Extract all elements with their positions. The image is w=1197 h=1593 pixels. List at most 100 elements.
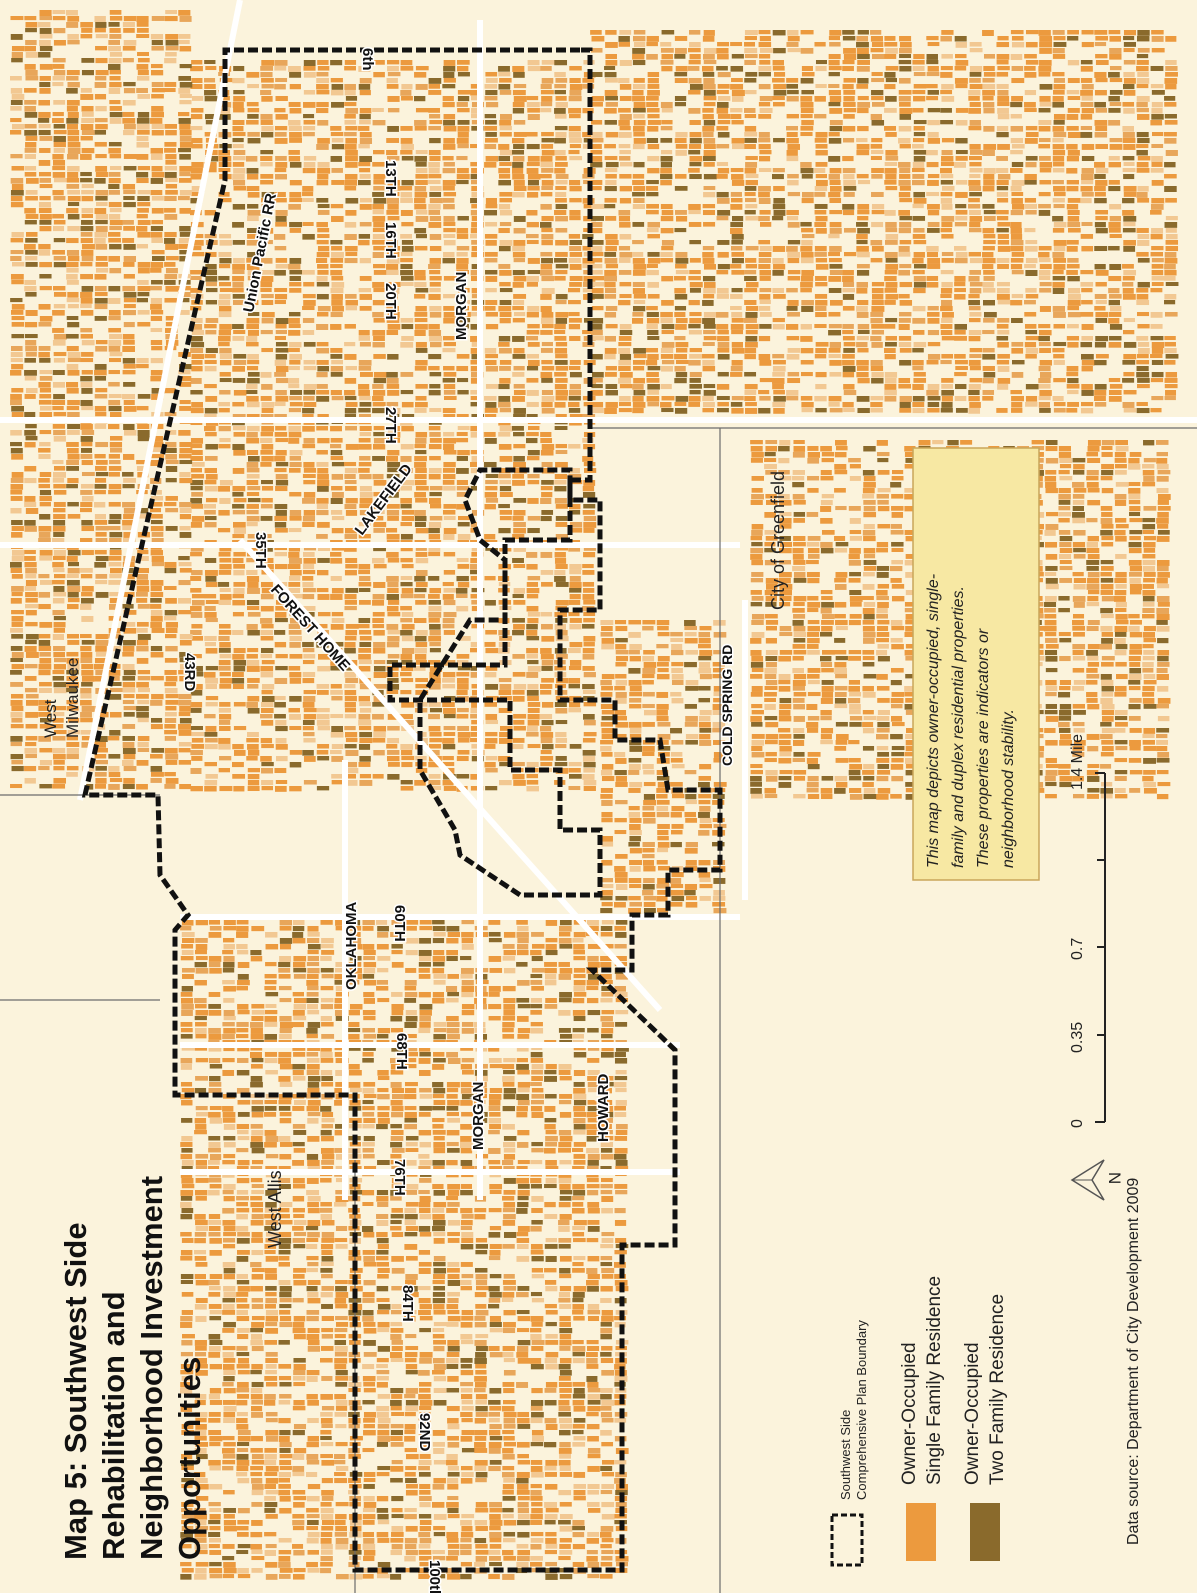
parcel	[344, 690, 357, 696]
parcel	[191, 234, 204, 239]
parcel	[461, 1526, 473, 1532]
parcel	[582, 750, 596, 756]
parcel	[405, 1364, 418, 1370]
parcel	[307, 950, 319, 955]
parcel	[247, 780, 260, 786]
parcel	[530, 1250, 544, 1255]
parcel	[39, 64, 53, 70]
parcel	[279, 1310, 291, 1315]
parcel	[335, 1178, 348, 1183]
parcel	[307, 926, 319, 932]
parcel	[320, 1214, 332, 1220]
parcel	[250, 950, 262, 956]
parcel	[470, 468, 483, 474]
parcel	[376, 1406, 390, 1412]
parcel	[25, 388, 38, 394]
parcel	[316, 222, 328, 228]
parcel	[386, 150, 398, 156]
parcel	[418, 992, 431, 998]
parcel	[419, 1352, 433, 1358]
parcel	[180, 1370, 194, 1375]
parcel	[195, 1394, 207, 1400]
parcel	[429, 372, 442, 377]
parcel	[429, 492, 442, 497]
parcel	[387, 312, 400, 318]
parcel	[306, 1454, 319, 1460]
parcel	[541, 480, 554, 485]
parcel	[348, 1070, 362, 1076]
parcel	[498, 468, 511, 474]
parcel	[615, 1190, 628, 1195]
parcel	[316, 720, 330, 726]
parcel	[251, 1550, 263, 1555]
parcel	[513, 522, 526, 528]
parcel	[414, 522, 426, 527]
parcel	[485, 222, 498, 227]
parcel	[205, 282, 217, 287]
parcel	[428, 180, 441, 185]
parcel	[330, 510, 343, 515]
parcel	[573, 992, 587, 997]
parcel	[527, 612, 540, 617]
parcel	[330, 750, 342, 755]
parcel	[233, 528, 247, 534]
parcel	[568, 510, 581, 515]
parcel	[601, 1442, 614, 1447]
parcel	[582, 486, 595, 492]
parcel	[558, 1298, 571, 1303]
parcel	[460, 956, 472, 961]
parcel	[344, 570, 357, 576]
parcel	[540, 732, 554, 738]
parcel	[600, 1106, 614, 1112]
parcel	[558, 1400, 570, 1406]
parcel	[321, 1238, 335, 1243]
parcel	[349, 1100, 361, 1106]
parcel	[209, 1568, 223, 1574]
parcel	[485, 546, 498, 551]
parcel	[447, 1118, 461, 1123]
parcel	[335, 1286, 347, 1292]
parcel	[376, 980, 389, 985]
parcel	[488, 920, 501, 925]
parcel	[443, 552, 456, 557]
parcel	[194, 962, 207, 968]
parcel	[471, 204, 483, 209]
parcel	[457, 96, 470, 102]
parcel	[461, 1448, 475, 1453]
parcel	[587, 1382, 599, 1388]
parcel	[236, 1070, 250, 1076]
parcel	[545, 938, 558, 943]
parcel	[600, 1052, 614, 1058]
parcel	[320, 1538, 332, 1544]
parcel	[446, 1052, 459, 1058]
parcel	[614, 1148, 628, 1154]
parcel	[558, 1460, 571, 1466]
parcel	[208, 1226, 221, 1231]
parcel	[316, 750, 329, 755]
parcel	[246, 72, 260, 78]
parcel	[446, 1502, 459, 1508]
parcel	[274, 168, 287, 173]
parcel	[377, 1034, 389, 1039]
parcel	[317, 366, 330, 372]
parcel	[260, 534, 272, 539]
parcel	[307, 1160, 320, 1166]
parcel	[307, 1484, 321, 1490]
parcel	[246, 120, 259, 125]
parcel	[359, 732, 373, 738]
parcel	[433, 1100, 446, 1106]
parcel	[555, 534, 569, 540]
parcel	[531, 1430, 544, 1436]
parcel	[38, 202, 52, 208]
parcel	[443, 726, 456, 731]
parcel	[601, 1484, 615, 1489]
parcel	[568, 702, 581, 708]
parcel	[251, 926, 265, 932]
parcel	[261, 228, 274, 234]
parcel	[583, 504, 596, 509]
parcel	[204, 672, 216, 678]
parcel	[489, 1316, 501, 1322]
parcel	[470, 402, 483, 407]
parcel	[363, 956, 375, 961]
